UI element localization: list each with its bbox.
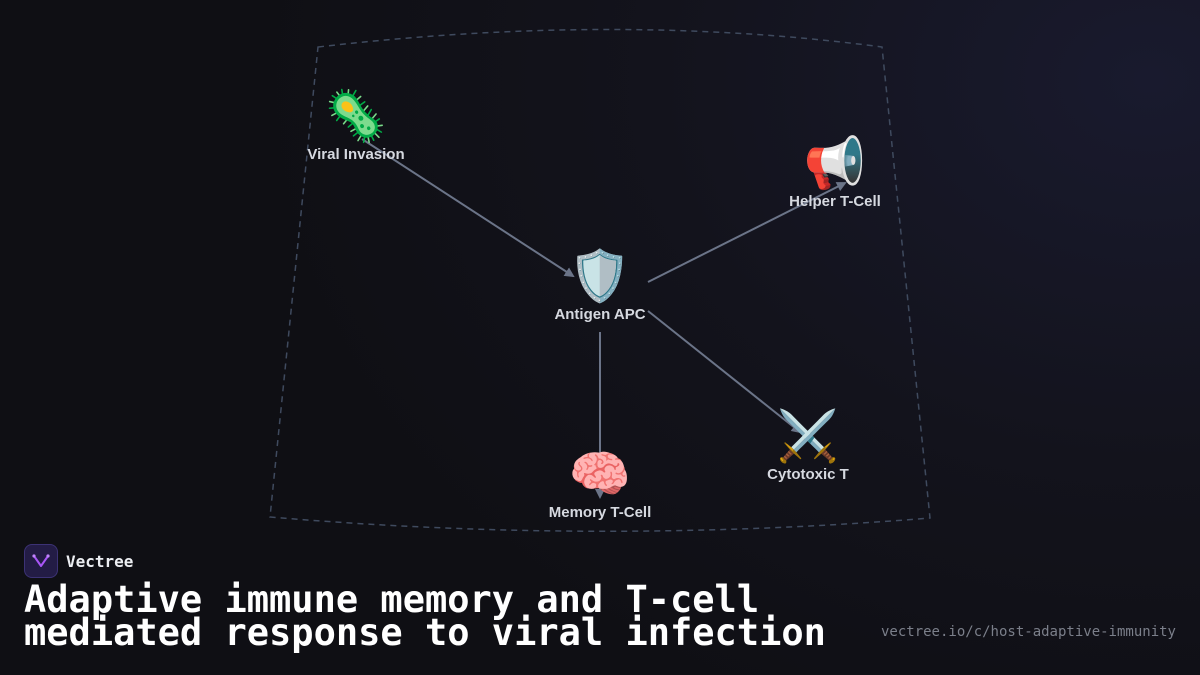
- cluster-boundary: [269, 28, 931, 532]
- node-viral[interactable]: 🦠Viral Invasion: [256, 88, 456, 163]
- brain-icon: 🧠: [568, 445, 632, 503]
- node-label: Cytotoxic T: [767, 466, 849, 483]
- source-url: vectree.io/c/host-adaptive-immunity: [880, 624, 1176, 640]
- node-label: Helper T-Cell: [789, 193, 881, 210]
- node-memory[interactable]: 🧠Memory T-Cell: [500, 446, 700, 521]
- node-cytotoxic[interactable]: ⚔️Cytotoxic T: [708, 408, 908, 483]
- node-apc[interactable]: 🛡️Antigen APC: [500, 248, 700, 323]
- edge-viral-to-apc: [361, 138, 575, 278]
- node-label: Viral Invasion: [307, 146, 405, 163]
- page-title: Adaptive immune memory and T-cell mediat…: [24, 578, 826, 654]
- brand-name: Vectree: [66, 551, 134, 571]
- node-label: Antigen APC: [554, 306, 646, 323]
- crossed-swords-icon: ⚔️: [776, 407, 840, 465]
- megaphone-icon: 📢: [803, 134, 867, 192]
- vectree-logo-icon: [24, 544, 58, 578]
- node-helper[interactable]: 📢Helper T-Cell: [735, 135, 935, 210]
- edge-apc-to-cytotoxic: [647, 310, 802, 434]
- microbe-icon: 🦠: [324, 87, 388, 145]
- brand: Vectree: [24, 544, 133, 578]
- shield-icon: 🛡️: [568, 247, 632, 305]
- node-label: Memory T-Cell: [548, 504, 652, 521]
- edge-apc-to-helper: [647, 182, 847, 283]
